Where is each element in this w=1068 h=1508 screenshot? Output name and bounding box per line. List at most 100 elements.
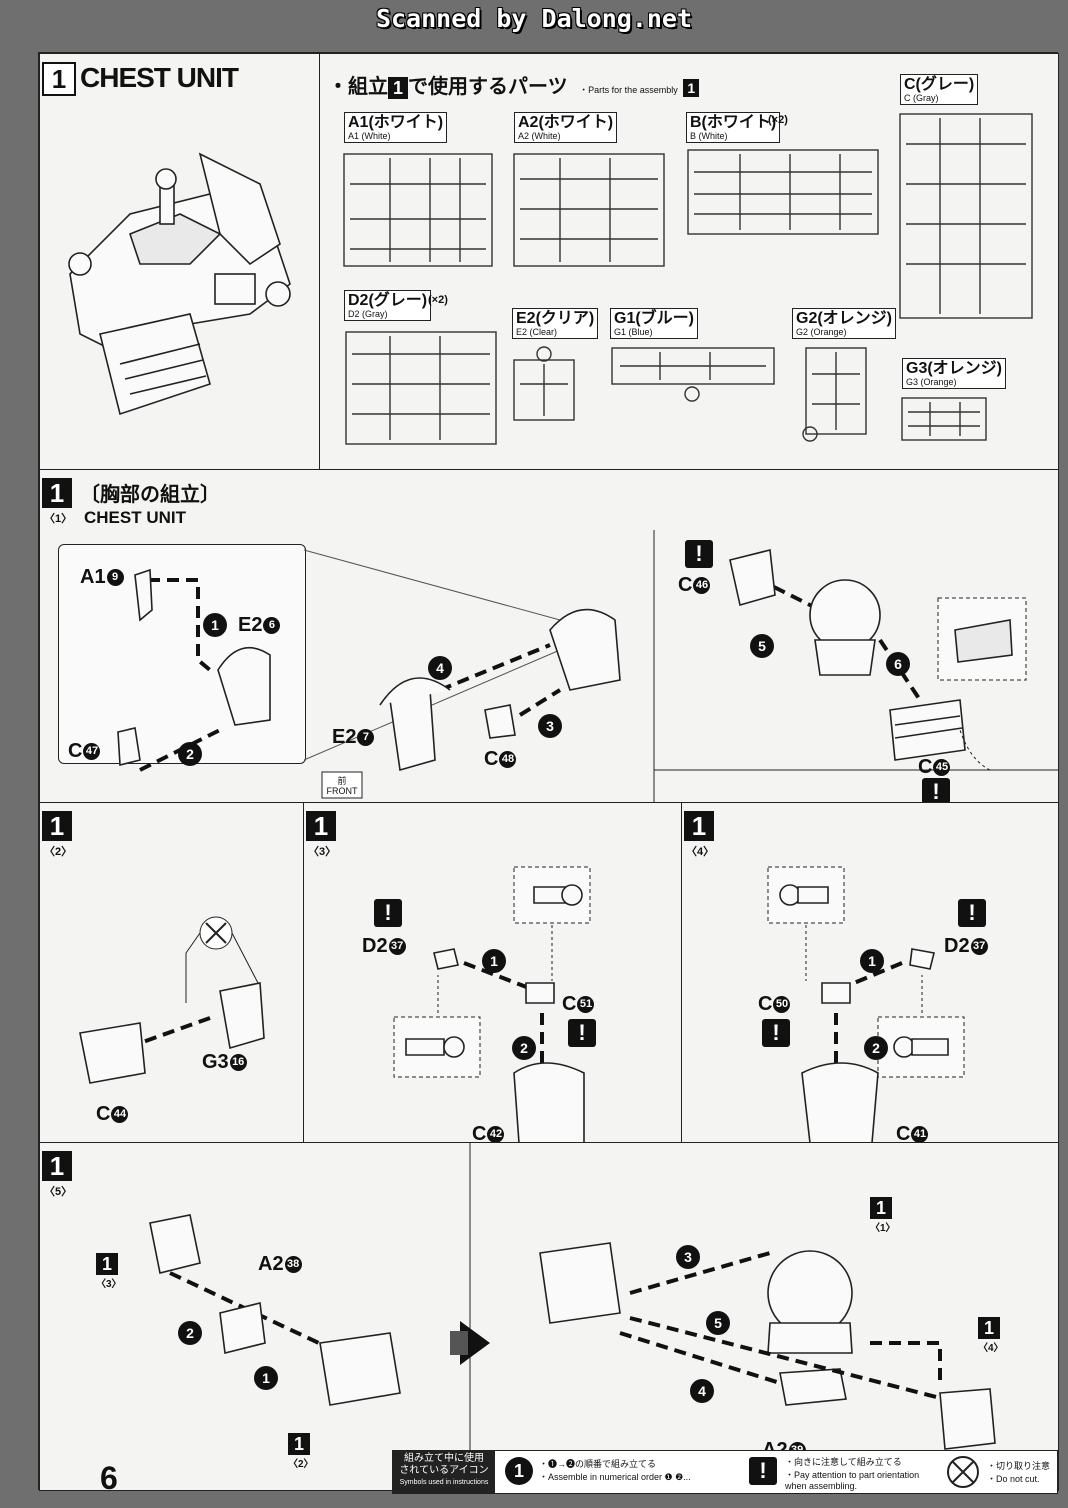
step-1-5-panel: 1 〈5〉 2 1 [39,1142,1059,1491]
scanner-credit: Scanned by Dalong.net [375,4,693,33]
front-label: 前 FRONT [322,776,362,796]
front-en: FRONT [326,786,358,796]
legend-no-cut-text: ・切り取り注意 ・Do not cut. [987,1461,1051,1484]
step-1-1-diagram: 1 2 4 3 5 6 [117,530,1058,802]
runner-label-c: C(グレー)C (Gray) [900,74,979,105]
step-1-4-badge: 1 [684,811,714,841]
runner-label-g2: G2(オレンジ)G2 (Orange) [792,308,897,339]
step-1-5-badge: 1 [42,1151,72,1181]
parts-heading-jp2: で使用するパーツ [408,76,568,98]
svg-text:2: 2 [186,1325,194,1341]
svg-text:2: 2 [872,1040,880,1056]
step-1-1-title-jp: 〔胸部の組立〕 [80,484,220,506]
attention-icon: ! [374,899,402,927]
attention-icon: ! [922,778,950,803]
svg-text:3: 3 [546,718,554,734]
page-number: 6 [100,1460,118,1496]
svg-text:1: 1 [211,617,219,633]
runner-label-d2: D2(グレー)D2 (Gray) [344,290,432,321]
svg-text:2: 2 [520,1040,528,1056]
ref-step-sub: 〈2〉 [288,1459,314,1470]
ref-step-1-3: 1 〈3〉 [96,1253,122,1290]
legend-order-text: ・❶→❷の順番で組み立てる ・Assemble in numerical ord… [539,1459,691,1482]
attention-icon: ! [685,540,713,568]
svg-text:4: 4 [436,660,444,676]
attention-icon: ! [958,899,986,927]
parts-heading-step-badge-en: 1 [683,79,700,97]
step-1-1-title-en: CHEST UNIT [84,508,186,527]
parts-heading-en: ・Parts for the assembly [579,85,678,95]
step-1-3-sub: 〈3〉 [308,846,337,858]
runner-label-g3: G3(オレンジ)G3 (Orange) [902,358,1007,389]
legend-attention-icon: ! [749,1457,777,1485]
icon-legend: 組み立て中に使用 されているアイコン Symbols used in instr… [392,1450,1058,1494]
step-1-2-sub: 〈2〉 [44,846,73,858]
runner-label-b: B(ホワイト)B (White) [686,112,781,143]
legend-attention-text: ・向きに注意して組み立てる ・Pay attention to part ori… [785,1457,920,1491]
legend-no-cut-icon [947,1456,979,1488]
parts-heading-jp: ・組立 [328,76,388,98]
step-1-1-sub: 〈1〉 [44,513,73,525]
chest-unit-overview-panel: 1 CHEST UNIT [39,53,321,471]
legend-title: 組み立て中に使用 されているアイコン Symbols used in instr… [393,1451,495,1493]
attention-icon: ! [762,1019,790,1047]
ref-step-badge: 1 [978,1317,1000,1339]
runner-label-e2: E2(クリア)E2 (Clear) [512,308,599,339]
svg-text:6: 6 [894,656,902,672]
svg-text:5: 5 [758,638,766,654]
step-1-3-diagram: 12 [393,866,591,1143]
ref-step-1-1: 1 〈1〉 [870,1197,896,1234]
step-1-3-badge: 1 [306,811,336,841]
svg-text:1: 1 [868,953,876,969]
runner-qty-b: (×2) [768,114,788,126]
step-1-2-diagram [79,916,265,1084]
runner-label-a1: A1(ホワイト)A1 (White) [344,112,448,143]
svg-text:4: 4 [698,1383,706,1399]
svg-text:1: 1 [262,1370,270,1386]
step-1-5-sub: 〈5〉 [44,1186,73,1198]
svg-text:3: 3 [684,1249,692,1265]
step-1-2-badge: 1 [42,811,72,841]
runner-qty-d2: (×2) [428,294,448,306]
svg-text:1: 1 [490,953,498,969]
attention-icon: ! [568,1019,596,1047]
section-title: CHEST UNIT [80,62,239,93]
step-number-badge: 1 [42,62,76,96]
runner-label-g1: G1(ブルー)G1 (Blue) [610,308,699,339]
runner-diagrams [343,113,1033,445]
step-1-4-sub: 〈4〉 [686,846,715,858]
ref-step-sub: 〈1〉 [870,1223,896,1234]
step-1-5-diagram: 2 1 3 5 4 [149,1143,996,1490]
svg-text:5: 5 [714,1315,722,1331]
ref-step-badge: 1 [870,1197,892,1219]
legend-order-badge: 1 [505,1457,533,1485]
chest-unit-illustration [68,152,291,416]
ref-step-badge: 1 [96,1253,118,1275]
svg-text:2: 2 [186,746,194,762]
step-1-1-panel: 1 〈1〉 〔胸部の組立〕 CHEST UNIT [39,469,1059,804]
ref-step-sub: 〈3〉 [96,1279,122,1290]
ref-step-1-2: 1 〈2〉 [288,1433,314,1470]
front-jp: 前 [337,776,347,786]
parts-heading-step-badge: 1 [388,77,408,99]
